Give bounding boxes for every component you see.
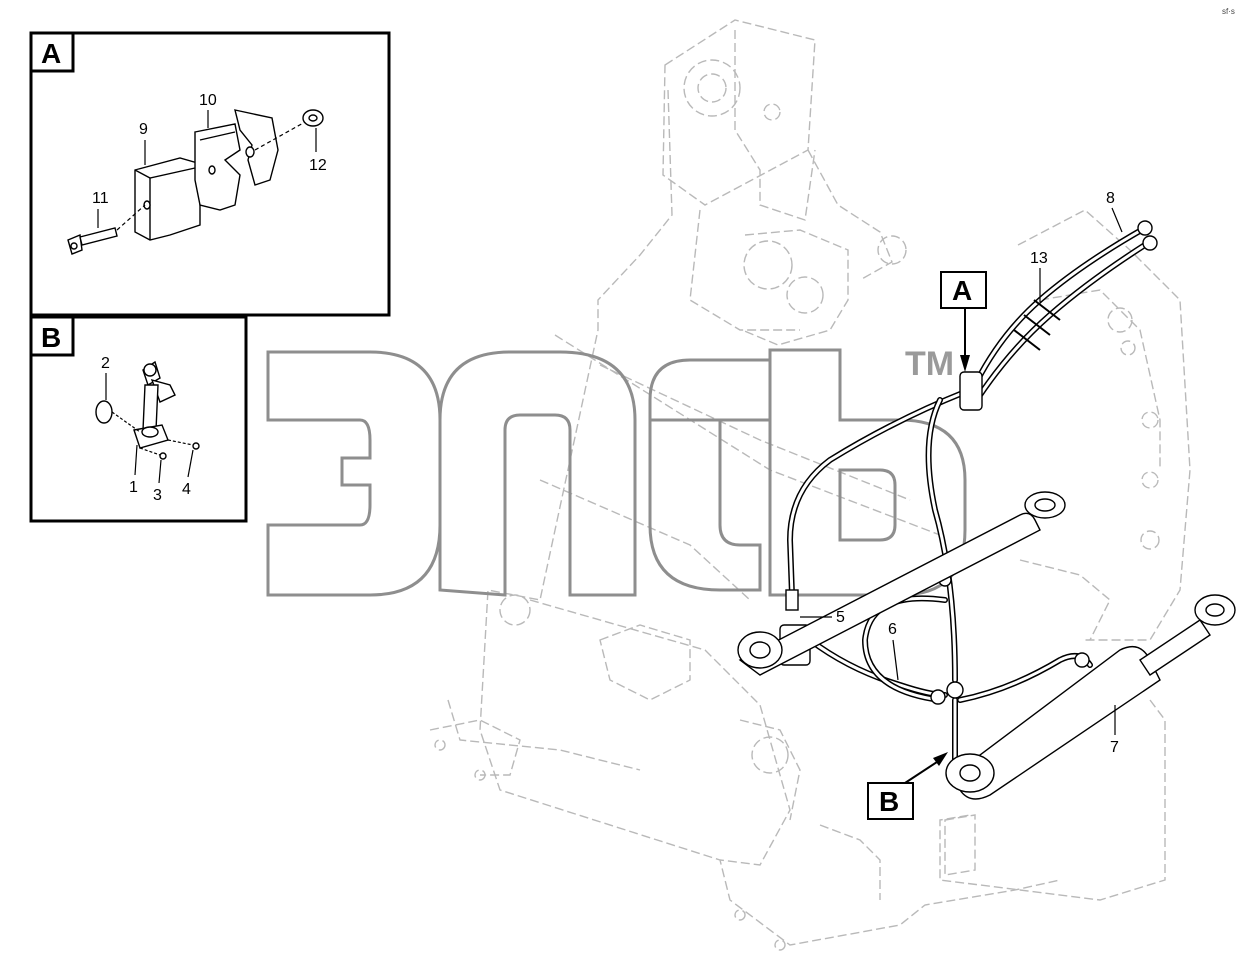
detail-b-letter: B bbox=[41, 322, 61, 353]
callout-13: 13 bbox=[1030, 250, 1048, 267]
watermark-tm: TM bbox=[905, 345, 954, 383]
callout-11: 11 bbox=[92, 190, 109, 207]
view-a-label-text: A bbox=[952, 275, 972, 306]
callout-7: 7 bbox=[1110, 739, 1119, 756]
callout-4: 4 bbox=[182, 481, 191, 498]
callout-1: 1 bbox=[129, 479, 138, 496]
loader-frame-outline bbox=[429, 19, 1191, 951]
callout-9: 9 bbox=[139, 121, 148, 138]
watermark: TM bbox=[266, 345, 967, 597]
callout-2: 2 bbox=[101, 355, 110, 372]
callout-5: 5 bbox=[836, 609, 845, 626]
hose-bands bbox=[1013, 299, 1061, 351]
detail-a-panel: A 9 10 11 12 bbox=[29, 31, 391, 317]
detail-b-panel: B 2 1 3 4 bbox=[29, 315, 248, 523]
view-b-label: B bbox=[867, 752, 948, 820]
view-a-label: A bbox=[940, 271, 987, 372]
detail-a-letter: A bbox=[41, 38, 61, 69]
callout-10: 10 bbox=[199, 92, 217, 109]
view-b-label-text: B bbox=[879, 786, 899, 817]
main-callouts: 8 13 5 6 7 bbox=[800, 190, 1123, 756]
callout-6: 6 bbox=[888, 621, 897, 638]
callout-8: 8 bbox=[1106, 190, 1115, 207]
corner-mark: sf·s bbox=[1222, 7, 1235, 16]
cylinders bbox=[737, 491, 1236, 800]
callout-12: 12 bbox=[309, 157, 327, 174]
callout-3: 3 bbox=[153, 487, 162, 504]
